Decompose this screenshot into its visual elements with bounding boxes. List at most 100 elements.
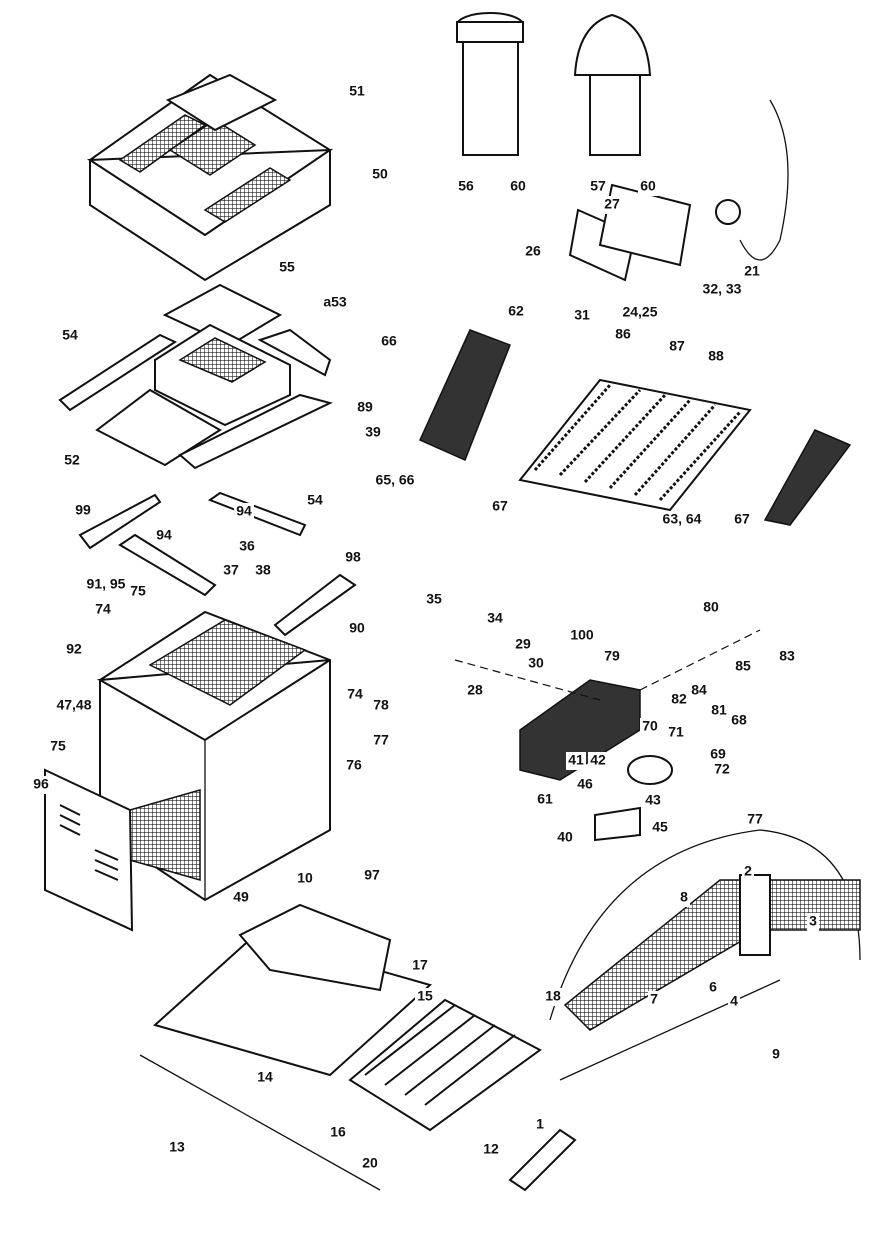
part-callout-21: 21	[744, 263, 760, 279]
part-callout-51: 51	[349, 83, 365, 99]
top-panels	[58, 283, 333, 470]
callout-background	[650, 819, 670, 837]
part-callout-70: 70	[642, 718, 658, 734]
callout-background	[93, 601, 113, 619]
callout-background	[709, 702, 729, 720]
callout-background	[667, 338, 687, 356]
callout-background	[669, 691, 689, 709]
part-callout-97: 97	[364, 867, 380, 883]
part-callout-60: 60	[640, 178, 656, 194]
part-callout-37: 37	[223, 562, 239, 578]
callout-background	[485, 610, 505, 628]
callout-background	[370, 166, 390, 184]
callout-background	[362, 867, 382, 885]
part-callout-75: 75	[130, 583, 146, 599]
part-callout-65-66: 65, 66	[376, 472, 415, 488]
part-callout-66: 66	[381, 333, 397, 349]
callout-background	[613, 326, 633, 344]
callout-background	[618, 304, 662, 322]
part-callout-29: 29	[515, 636, 531, 652]
callout-background	[543, 988, 563, 1006]
callout-background	[60, 327, 80, 345]
callout-background	[506, 303, 526, 321]
callout-background	[640, 718, 660, 736]
part-callout-74: 74	[95, 601, 111, 617]
callout-background	[566, 752, 586, 770]
part-callout-84: 84	[691, 682, 707, 698]
callout-background	[355, 399, 375, 417]
callout-background	[371, 732, 391, 750]
part-callout-81: 81	[711, 702, 727, 718]
part-callout-26: 26	[525, 243, 541, 259]
part-callout-43: 43	[645, 792, 661, 808]
cabinet	[96, 610, 331, 902]
callout-background	[701, 599, 721, 617]
part-callout-75: 75	[50, 738, 66, 754]
part-callout-78: 78	[373, 697, 389, 713]
callout-background	[732, 511, 752, 529]
burner-tray	[139, 903, 542, 1191]
part-callout-77: 77	[373, 732, 389, 748]
part-callout-52: 52	[64, 452, 80, 468]
part-callout-36: 36	[239, 538, 255, 554]
part-callout-14: 14	[257, 1069, 273, 1085]
callout-background	[728, 993, 740, 1011]
callout-background	[638, 178, 658, 196]
callout-background	[770, 1046, 782, 1064]
part-callout-63-64: 63, 64	[663, 511, 702, 527]
gas-valve	[454, 629, 761, 842]
callout-background	[707, 979, 719, 997]
part-callout-35: 35	[426, 591, 442, 607]
part-callout-54: 54	[62, 327, 78, 343]
callout-background	[234, 503, 254, 521]
callout-background	[588, 178, 608, 196]
part-callout-28: 28	[467, 682, 483, 698]
callout-background	[572, 307, 592, 325]
part-callout-38: 38	[255, 562, 271, 578]
part-callout-88: 88	[708, 348, 724, 364]
callout-background	[305, 492, 325, 510]
part-callout-74: 74	[347, 686, 363, 702]
callout-background	[80, 576, 132, 594]
part-callout-31: 31	[574, 307, 590, 323]
part-callout-41: 41	[568, 752, 584, 768]
part-callout-92: 92	[66, 641, 82, 657]
callout-background	[465, 682, 485, 700]
callout-background	[424, 591, 444, 609]
part-callout-96: 96	[33, 776, 49, 792]
callout-background	[508, 178, 528, 196]
callout-background	[575, 776, 595, 794]
callout-background	[568, 627, 596, 645]
part-callout-50: 50	[372, 166, 388, 182]
control-parts	[568, 99, 789, 282]
callout-background	[666, 724, 686, 742]
part-callout-20: 20	[362, 1155, 378, 1171]
callout-background	[231, 889, 251, 907]
part-callout-8: 8	[680, 889, 688, 905]
part-callout-34: 34	[487, 610, 503, 626]
callout-background	[363, 424, 383, 442]
part-callout-a53: a53	[323, 294, 347, 310]
part-callout-27: 27	[604, 196, 620, 212]
part-callout-86: 86	[615, 326, 631, 342]
part-callout-15: 15	[417, 988, 433, 1004]
part-callout-10: 10	[297, 870, 313, 886]
callout-background	[712, 761, 732, 779]
part-callout-7: 7	[650, 991, 658, 1007]
part-callout-40: 40	[557, 829, 573, 845]
part-callout-85: 85	[735, 658, 751, 674]
callout-background	[742, 863, 754, 881]
callout-background	[678, 889, 690, 907]
callout-background	[369, 472, 421, 490]
callout-background	[729, 712, 749, 730]
part-callout-83: 83	[779, 648, 795, 664]
callout-background	[602, 648, 622, 666]
callout-background	[706, 348, 726, 366]
callout-background	[295, 870, 315, 888]
callout-background	[555, 829, 575, 847]
part-callout-71: 71	[668, 724, 684, 740]
callout-background	[345, 686, 365, 704]
